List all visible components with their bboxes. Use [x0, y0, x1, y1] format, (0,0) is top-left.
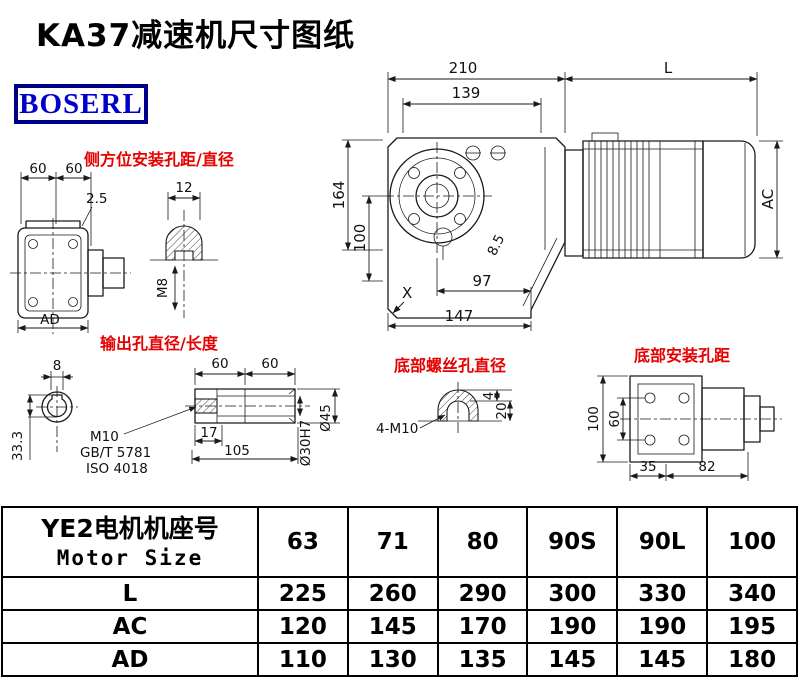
dim-shaft-bore: Ø30H7 — [298, 420, 314, 467]
dim-shaft-60b: 60 — [261, 356, 278, 372]
callout-m10: M10 — [90, 429, 119, 445]
dim-m8-width: 12 — [175, 180, 192, 196]
table-cell: 71 — [346, 506, 439, 578]
table-cell: 145 — [526, 642, 619, 677]
dimension-row-ac: AC 120 145 170 190 190 195 — [1, 609, 798, 644]
table-cell: 80 — [436, 506, 529, 578]
callout-gb-standard: GB/T 5781 — [80, 445, 151, 461]
dim-key-width: 8 — [53, 358, 62, 374]
label-side-mount: 侧方位安装孔距/直径 — [84, 150, 234, 169]
dim-bottom-60: 60 — [607, 410, 623, 427]
technical-drawing-canvas: 60 60 2.5 AD 12 — [10, 59, 783, 481]
dim-bottom-82: 82 — [698, 459, 715, 475]
dim-main-210: 210 — [449, 59, 478, 77]
dim-side-60b: 60 — [65, 161, 82, 177]
dimension-row-ad: AD 110 130 135 145 145 180 — [1, 642, 798, 677]
page-title: KA37减速机尺寸图纸 — [36, 18, 356, 54]
dimension-row-l: L 225 260 290 300 330 340 — [1, 576, 798, 611]
dim-screw-4: 4 — [481, 392, 497, 401]
table-cell: 145 — [616, 642, 709, 677]
dim-main-100: 100 — [351, 224, 369, 253]
motor-size-header-en: Motor Size — [56, 545, 204, 570]
table-cell: 110 — [257, 642, 349, 677]
callout-4-m10: 4-M10 — [376, 421, 418, 437]
dim-main-8-5: 8.5 — [485, 232, 509, 258]
dim-key-depth: 33.3 — [10, 431, 26, 461]
dim-main-97: 97 — [472, 272, 491, 290]
side-view-drawing: 60 60 2.5 AD — [10, 161, 131, 334]
table-cell: 100 — [706, 506, 798, 578]
motor-size-header-cn: YE2电机机座号 — [41, 514, 219, 544]
dim-main-x: X — [402, 284, 412, 302]
row-label: AC — [1, 609, 259, 644]
logo-text: BOSERL — [19, 87, 143, 120]
table-cell: 225 — [257, 576, 349, 611]
table-cell: 90L — [616, 506, 709, 578]
dim-main-147: 147 — [445, 307, 474, 325]
dim-m8-thread: M8 — [155, 278, 171, 298]
motor-size-row: YE2电机机座号 Motor Size 63 71 80 90S 90L 100 — [1, 506, 798, 578]
table-cell: 120 — [257, 609, 349, 644]
m8-hole-section-drawing: 12 M8 — [150, 180, 218, 318]
table-cell: 135 — [436, 642, 529, 677]
table-cell: 330 — [616, 576, 709, 611]
dim-bottom-100: 100 — [586, 406, 602, 432]
table-cell: 290 — [436, 576, 529, 611]
row-label: L — [1, 576, 259, 611]
table-cell: 195 — [706, 609, 798, 644]
table-cell: 260 — [346, 576, 439, 611]
motor-size-table: YE2电机机座号 Motor Size 63 71 80 90S 90L 100… — [1, 506, 798, 677]
dim-main-ac: AC — [759, 189, 777, 209]
table-cell: 90S — [526, 506, 619, 578]
table-cell: 340 — [706, 576, 798, 611]
table-cell: 190 — [616, 609, 709, 644]
table-cell: 170 — [436, 609, 529, 644]
output-shaft-side-view: 60 60 17 105 Ø30H7 Ø45 — [185, 356, 340, 466]
dim-shaft-60a: 60 — [211, 356, 228, 372]
dim-shaft-105: 105 — [224, 443, 250, 459]
label-bottom-screw: 底部螺丝孔直径 — [394, 356, 507, 375]
dim-main-139: 139 — [452, 84, 481, 102]
row-label: AD — [1, 642, 259, 677]
motor-size-header-cell: YE2电机机座号 Motor Size — [1, 506, 259, 578]
bottom-screw-hole-view: 4-M10 4 20 — [376, 382, 514, 437]
table-cell: 145 — [346, 609, 439, 644]
label-bottom-mount: 底部安装孔距 — [634, 346, 731, 365]
main-view-drawing: 210 L 139 8.5 X — [330, 59, 783, 331]
table-cell: 300 — [526, 576, 619, 611]
dim-bottom-35: 35 — [639, 459, 656, 475]
table-cell: 63 — [257, 506, 349, 578]
dim-shaft-od: Ø45 — [318, 404, 334, 432]
dim-main-L: L — [664, 59, 673, 77]
table-cell: 190 — [526, 609, 619, 644]
dim-main-164: 164 — [330, 181, 348, 210]
callout-iso-standard: ISO 4018 — [86, 461, 148, 477]
dim-shaft-17: 17 — [200, 425, 217, 441]
boserl-logo: BOSERL — [14, 84, 148, 124]
bottom-mount-view: 100 60 35 82 — [586, 375, 782, 481]
dim-side-60a: 60 — [29, 161, 46, 177]
dim-side-offset: 2.5 — [86, 191, 107, 207]
dim-side-ad: AD — [40, 312, 60, 328]
dim-screw-20: 20 — [494, 402, 510, 419]
label-output-hole: 输出孔直径/长度 — [100, 334, 218, 353]
table-cell: 130 — [346, 642, 439, 677]
output-shaft-end-view: 8 33.3 M10 GB/T 5781 ISO 4018 — [10, 358, 197, 477]
table-cell: 180 — [706, 642, 798, 677]
